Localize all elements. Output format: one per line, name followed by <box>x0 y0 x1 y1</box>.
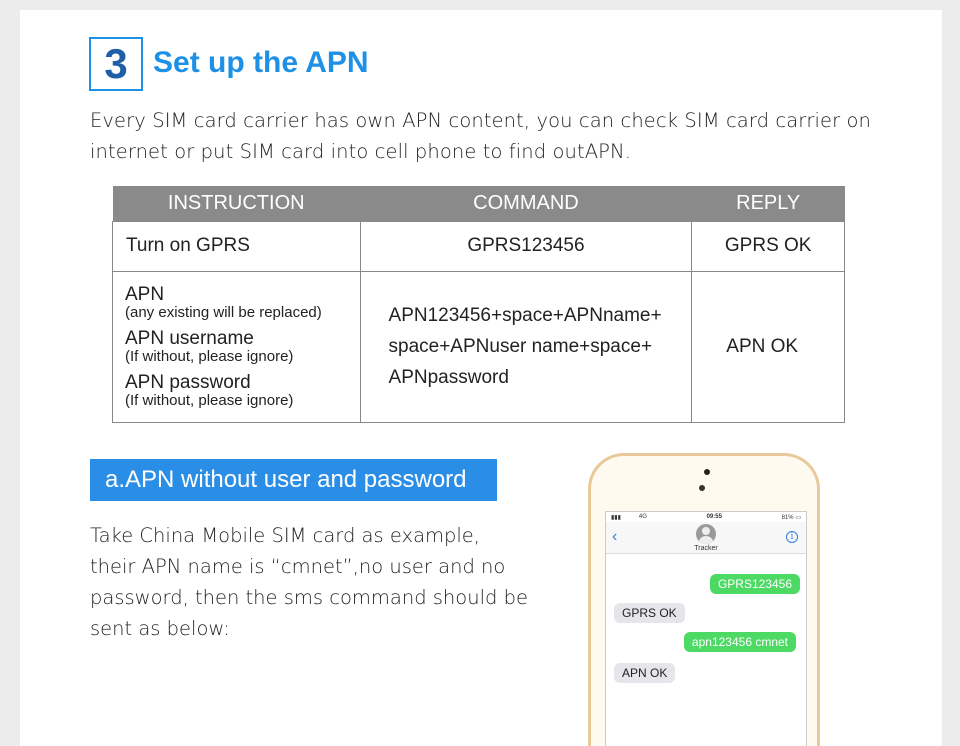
command-line: APN123456+space+APNname+ <box>388 305 662 326</box>
row1-instruction: Turn on GPRS <box>112 220 361 272</box>
sms-bubble-incoming: GPRS OK <box>614 603 685 623</box>
apn-item-note: (If without, please ignore) <box>125 347 294 365</box>
apn-item: APN (any existing will be replaced) <box>125 285 360 321</box>
apn-item-label: APN <box>125 283 165 305</box>
table-row: APN (any existing will be replaced) APN … <box>112 270 845 423</box>
command-table: INSTRUCTION COMMAND REPLY Turn on GPRS G… <box>112 186 845 423</box>
apn-item-note: (If without, please ignore) <box>125 391 294 409</box>
table-row: Turn on GPRS GPRS123456 GPRS OK <box>112 220 845 272</box>
sms-bubble-incoming: APN OK <box>614 663 676 683</box>
apn-password-item: APN password (If without, please ignore) <box>125 373 360 409</box>
header-instruction: INSTRUCTION <box>112 186 361 221</box>
row2-reply: APN OK <box>691 270 845 423</box>
info-icon[interactable]: i <box>786 531 798 543</box>
contact-name: Tracker <box>694 545 718 552</box>
battery-icon: ▭ <box>795 514 801 521</box>
network-label: 4G <box>638 513 647 520</box>
row1-reply: GPRS OK <box>691 220 845 272</box>
apn-item-note: (any existing will be replaced) <box>125 303 322 321</box>
apn-item-label: APN username <box>125 327 254 349</box>
status-bar: ▮▮▮ 4G 09:55 81% ▭ <box>606 512 806 522</box>
status-time: 09:55 <box>706 514 722 520</box>
apn-username-item: APN username (If without, please ignore) <box>125 329 360 365</box>
example-paragraph: Take China Mobile SIM card as example, t… <box>90 524 528 640</box>
message-thread: GPRS123456 GPRS OK apn123456 cmnet APN O… <box>606 554 806 746</box>
step-number-box: 3 <box>89 37 143 91</box>
apn-item-label: APN password <box>125 371 251 393</box>
header-command: COMMAND <box>360 186 692 221</box>
row1-command: GPRS123456 <box>359 220 693 272</box>
signal-icon: ▮▮▮ <box>611 514 621 521</box>
messages-nav-bar: ‹ Tracker i <box>606 522 806 554</box>
row2-instruction: APN (any existing will be replaced) APN … <box>112 270 361 423</box>
section-subheading: a.APN without user and password <box>90 459 497 501</box>
phone-sensor-dot <box>704 469 710 475</box>
battery-label: 81% <box>781 514 794 521</box>
phone-camera-icon <box>699 485 705 491</box>
sms-bubble-outgoing: apn123456 cmnet <box>683 632 796 652</box>
step-title: Set up the APN <box>153 46 369 79</box>
intro-paragraph: Every SIM card carrier has own APN conte… <box>90 109 872 163</box>
page: 3 Set up the APN Every SIM card carrier … <box>20 10 942 746</box>
sms-bubble-outgoing: GPRS123456 <box>709 574 800 594</box>
table-header-row: INSTRUCTION COMMAND REPLY <box>112 186 845 221</box>
phone-screen: ▮▮▮ 4G 09:55 81% ▭ ‹ Tracker i GPRS12345… <box>605 511 807 746</box>
chevron-left-icon[interactable]: ‹ <box>612 528 618 545</box>
phone-illustration: ▮▮▮ 4G 09:55 81% ▭ ‹ Tracker i GPRS12345… <box>588 453 820 746</box>
header-reply: REPLY <box>691 186 845 221</box>
command-line: space+APNuser name+space+ <box>388 336 653 357</box>
step-number: 3 <box>104 40 128 87</box>
command-line: APNpassword <box>388 367 509 388</box>
avatar[interactable] <box>696 524 716 544</box>
row2-command: APN123456+space+APNname+ space+APNuser n… <box>359 270 693 423</box>
